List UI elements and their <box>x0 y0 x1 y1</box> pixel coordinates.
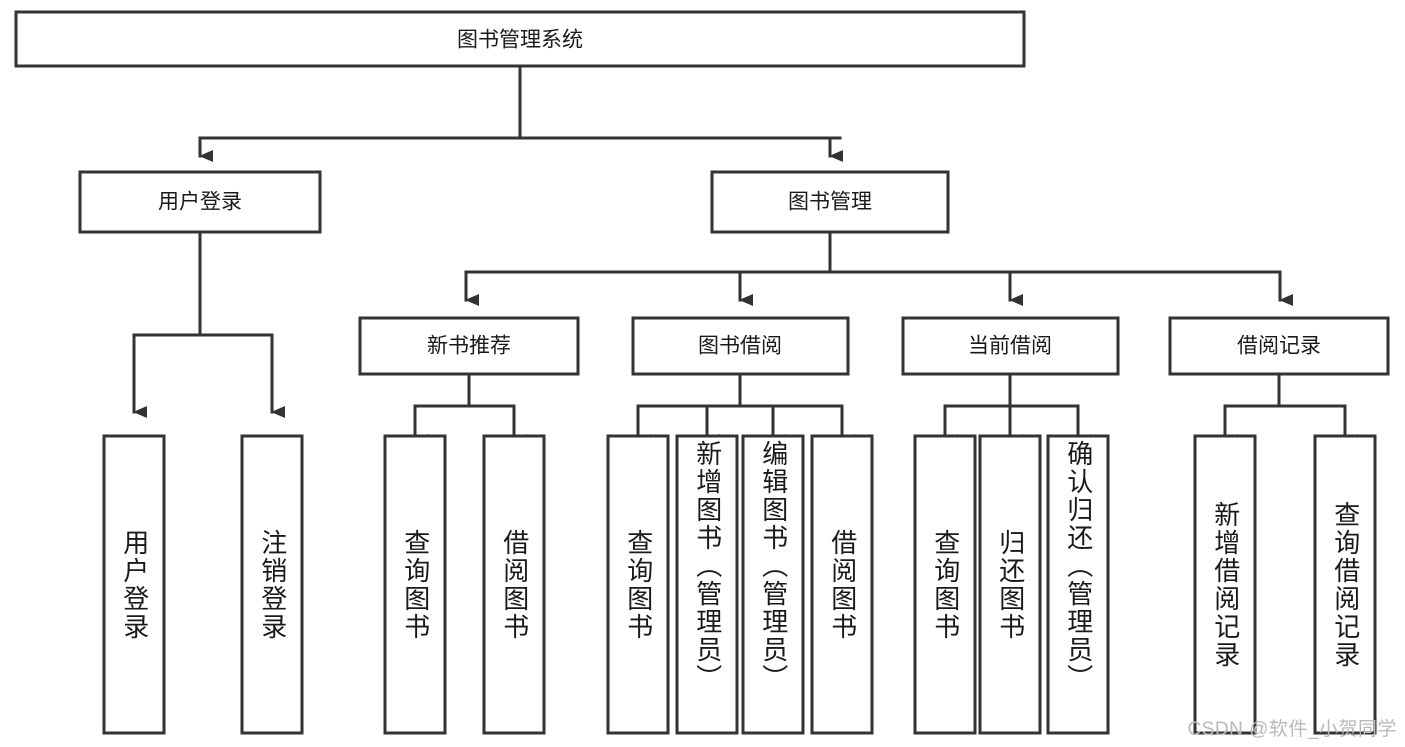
connector-user-login-to-leaves <box>132 230 285 418</box>
leaf-box-current-borrow-1[interactable] <box>978 434 1042 735</box>
leaf-box-new-book-1[interactable] <box>482 434 546 735</box>
node-book-management[interactable]: 图书管理 <box>710 170 950 234</box>
node-current-borrow[interactable]: 当前借阅 <box>901 316 1120 376</box>
node-root-label: 图书管理系统 <box>457 29 583 52</box>
leaf-box-new-book-0[interactable] <box>383 434 447 735</box>
node-user-login[interactable]: 用户登录 <box>78 170 322 234</box>
node-book-management-label: 图书管理 <box>788 191 872 214</box>
leaf-box-borrow-record-1[interactable] <box>1313 434 1377 735</box>
connector-book-management-to-level2 <box>464 230 1293 306</box>
connector-book-borrow-to-leaves <box>636 372 855 446</box>
node-root[interactable]: 图书管理系统 <box>14 10 1026 68</box>
node-new-book-recommend[interactable]: 新书推荐 <box>358 316 580 376</box>
node-current-borrow-label: 当前借阅 <box>968 335 1052 358</box>
node-new-book-recommend-label: 新书推荐 <box>427 335 511 358</box>
connector-current-borrow-to-leaves <box>943 372 1091 446</box>
leaf-box-current-borrow-2[interactable] <box>1046 434 1110 735</box>
leaf-box-current-borrow-0[interactable] <box>913 434 977 735</box>
leaf-box-user-login-1[interactable] <box>240 434 304 735</box>
leaf-box-borrow-record-0[interactable] <box>1193 434 1257 735</box>
connector-root-to-level1 <box>198 64 843 162</box>
leaf-box-book-borrow-1[interactable] <box>675 434 739 735</box>
node-book-borrow-label: 图书借阅 <box>698 335 782 358</box>
node-borrow-record[interactable]: 借阅记录 <box>1168 316 1390 376</box>
leaf-box-user-login-0[interactable] <box>102 434 166 735</box>
connector-borrow-record-to-leaves <box>1223 372 1358 446</box>
node-borrow-record-label: 借阅记录 <box>1237 335 1321 358</box>
node-book-borrow[interactable]: 图书借阅 <box>631 316 850 376</box>
leaf-box-book-borrow-2[interactable] <box>741 434 805 735</box>
node-user-login-label: 用户登录 <box>158 191 242 214</box>
leaf-box-book-borrow-3[interactable] <box>810 434 874 735</box>
leaf-box-book-borrow-0[interactable] <box>606 434 670 735</box>
connector-new-book-recommend-to-leaves <box>413 372 527 446</box>
